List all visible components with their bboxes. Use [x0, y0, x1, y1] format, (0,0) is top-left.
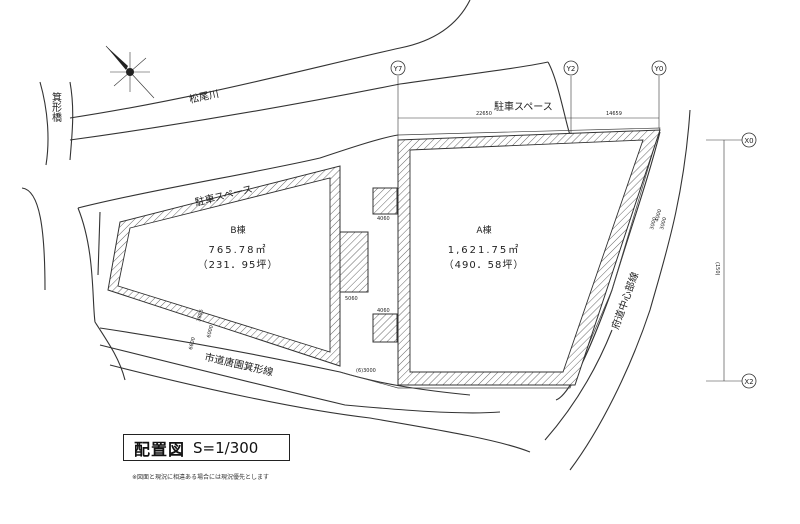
footnote: ※図面と現況に相違ある場合には現況優先とします — [132, 474, 270, 481]
grid-label-y7: Y7 — [393, 65, 403, 73]
dim-top-left: 22650 — [476, 111, 492, 117]
dim-road-w2: 6600 — [188, 337, 197, 351]
upper-lot-edge-2 — [97, 211, 101, 276]
grid-label-y2: Y2 — [566, 65, 576, 73]
building-b-floor — [117, 177, 331, 353]
site-boundary — [339, 127, 661, 389]
label-road-south: 市道唐園箕形線 — [203, 350, 274, 378]
river-bank-south — [69, 61, 549, 141]
bridge-west-edge — [39, 81, 49, 166]
dim-bottom-small: (6)3000 — [356, 368, 376, 374]
dim-conn-upper: 4060 — [377, 216, 390, 222]
dim-road-w1: 3885 — [196, 309, 205, 323]
south-road-north-edge — [99, 327, 471, 396]
building-a-tsubo: （490．58坪） — [444, 258, 525, 271]
south-lower-edge — [109, 364, 531, 453]
legend-box: 配置図 S=1/300 — [123, 434, 290, 461]
west-edge-lower — [21, 187, 46, 291]
building-a-name: A棟 — [476, 224, 491, 236]
grid-bubble-y7 — [390, 60, 406, 76]
building-a-floor — [409, 139, 644, 373]
dim-east-a: 4000 — [654, 209, 663, 223]
compass-icon — [105, 45, 155, 99]
dim-east-vertical: (150) — [714, 262, 720, 275]
dim-conn-lower: 4060 — [377, 308, 390, 314]
grid-label-x0: X0 — [744, 137, 753, 145]
grid-label-x2: X2 — [744, 378, 753, 386]
legend-scale: S=1/300 — [193, 438, 259, 457]
grid-bubble-y2 — [563, 60, 579, 76]
connector-lower — [372, 313, 398, 343]
dim-top-right: 14659 — [606, 111, 622, 117]
grid-label-y0: Y0 — [654, 65, 664, 73]
dim-east-c: 3000 — [659, 217, 668, 231]
dim-east-b: 3000 — [649, 217, 658, 231]
label-river: 松尾川 — [188, 87, 220, 106]
grid-bubble-x0 — [741, 132, 757, 148]
bridge-east-edge — [69, 81, 74, 161]
east-road-lower — [544, 329, 613, 441]
dim-gap: 6000 — [206, 325, 215, 339]
grid-bubble-x2 — [741, 373, 757, 389]
connector-upper — [372, 187, 398, 215]
building-a-area: 1,621.75㎡ — [448, 244, 521, 256]
grid-bubble-y0 — [651, 60, 667, 76]
label-bridge: 箕形橋 — [50, 91, 62, 123]
building-b-area: 765.78㎡ — [209, 244, 268, 256]
legend-title: 配置図 — [134, 439, 186, 459]
dim-conn-mid: 5060 — [345, 296, 358, 302]
east-road-east-edge — [569, 109, 691, 471]
label-parking-top: 駐車スペース — [494, 100, 553, 113]
building-b-tsubo: （231．95坪） — [198, 258, 279, 271]
label-road-east: 府道中心部線 — [609, 270, 642, 331]
west-road-edge — [77, 207, 126, 381]
south-road-south-edge — [99, 344, 501, 414]
connector-middle — [339, 231, 369, 293]
building-b-name: B棟 — [230, 224, 245, 236]
river-bank-north — [69, 0, 471, 119]
upper-lot-edge — [77, 134, 399, 209]
